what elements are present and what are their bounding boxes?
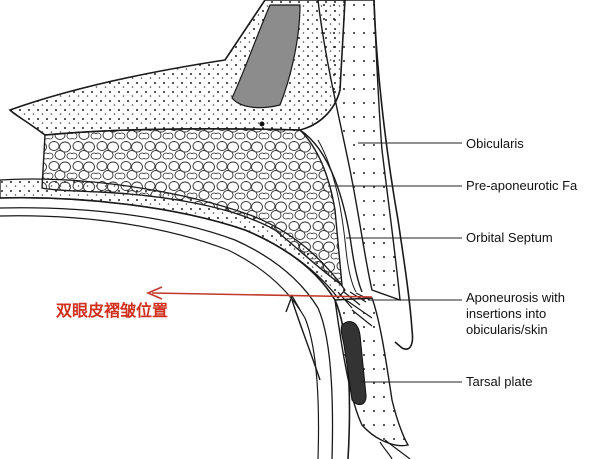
lid-margin — [334, 297, 410, 447]
septum-inner — [317, 139, 357, 293]
label-tarsal-plate: Tarsal plate — [466, 374, 533, 389]
label-aponeurosis: Aponeurosis with insertions into obicula… — [466, 290, 565, 337]
tarsal-plate — [340, 321, 367, 406]
skin-contour — [373, 0, 414, 350]
crease-arrowhead — [145, 286, 163, 300]
label-orbicularis: Obicularis — [466, 136, 524, 151]
bone-marrow — [231, 4, 301, 109]
label-orbital-septum: Orbital Septum — [466, 230, 553, 245]
foramen — [259, 121, 265, 127]
label-preaponeurotic-fat: Pre-aponeurotic Fa — [466, 178, 578, 193]
movement-arrow — [291, 299, 321, 381]
crease-position-label: 双眼皮褶皱位置 — [56, 301, 169, 320]
globe-inner-2 — [0, 215, 320, 459]
crease-arrow-line — [151, 292, 373, 298]
globe-inner-1 — [0, 207, 334, 459]
eyelashes — [379, 439, 411, 459]
